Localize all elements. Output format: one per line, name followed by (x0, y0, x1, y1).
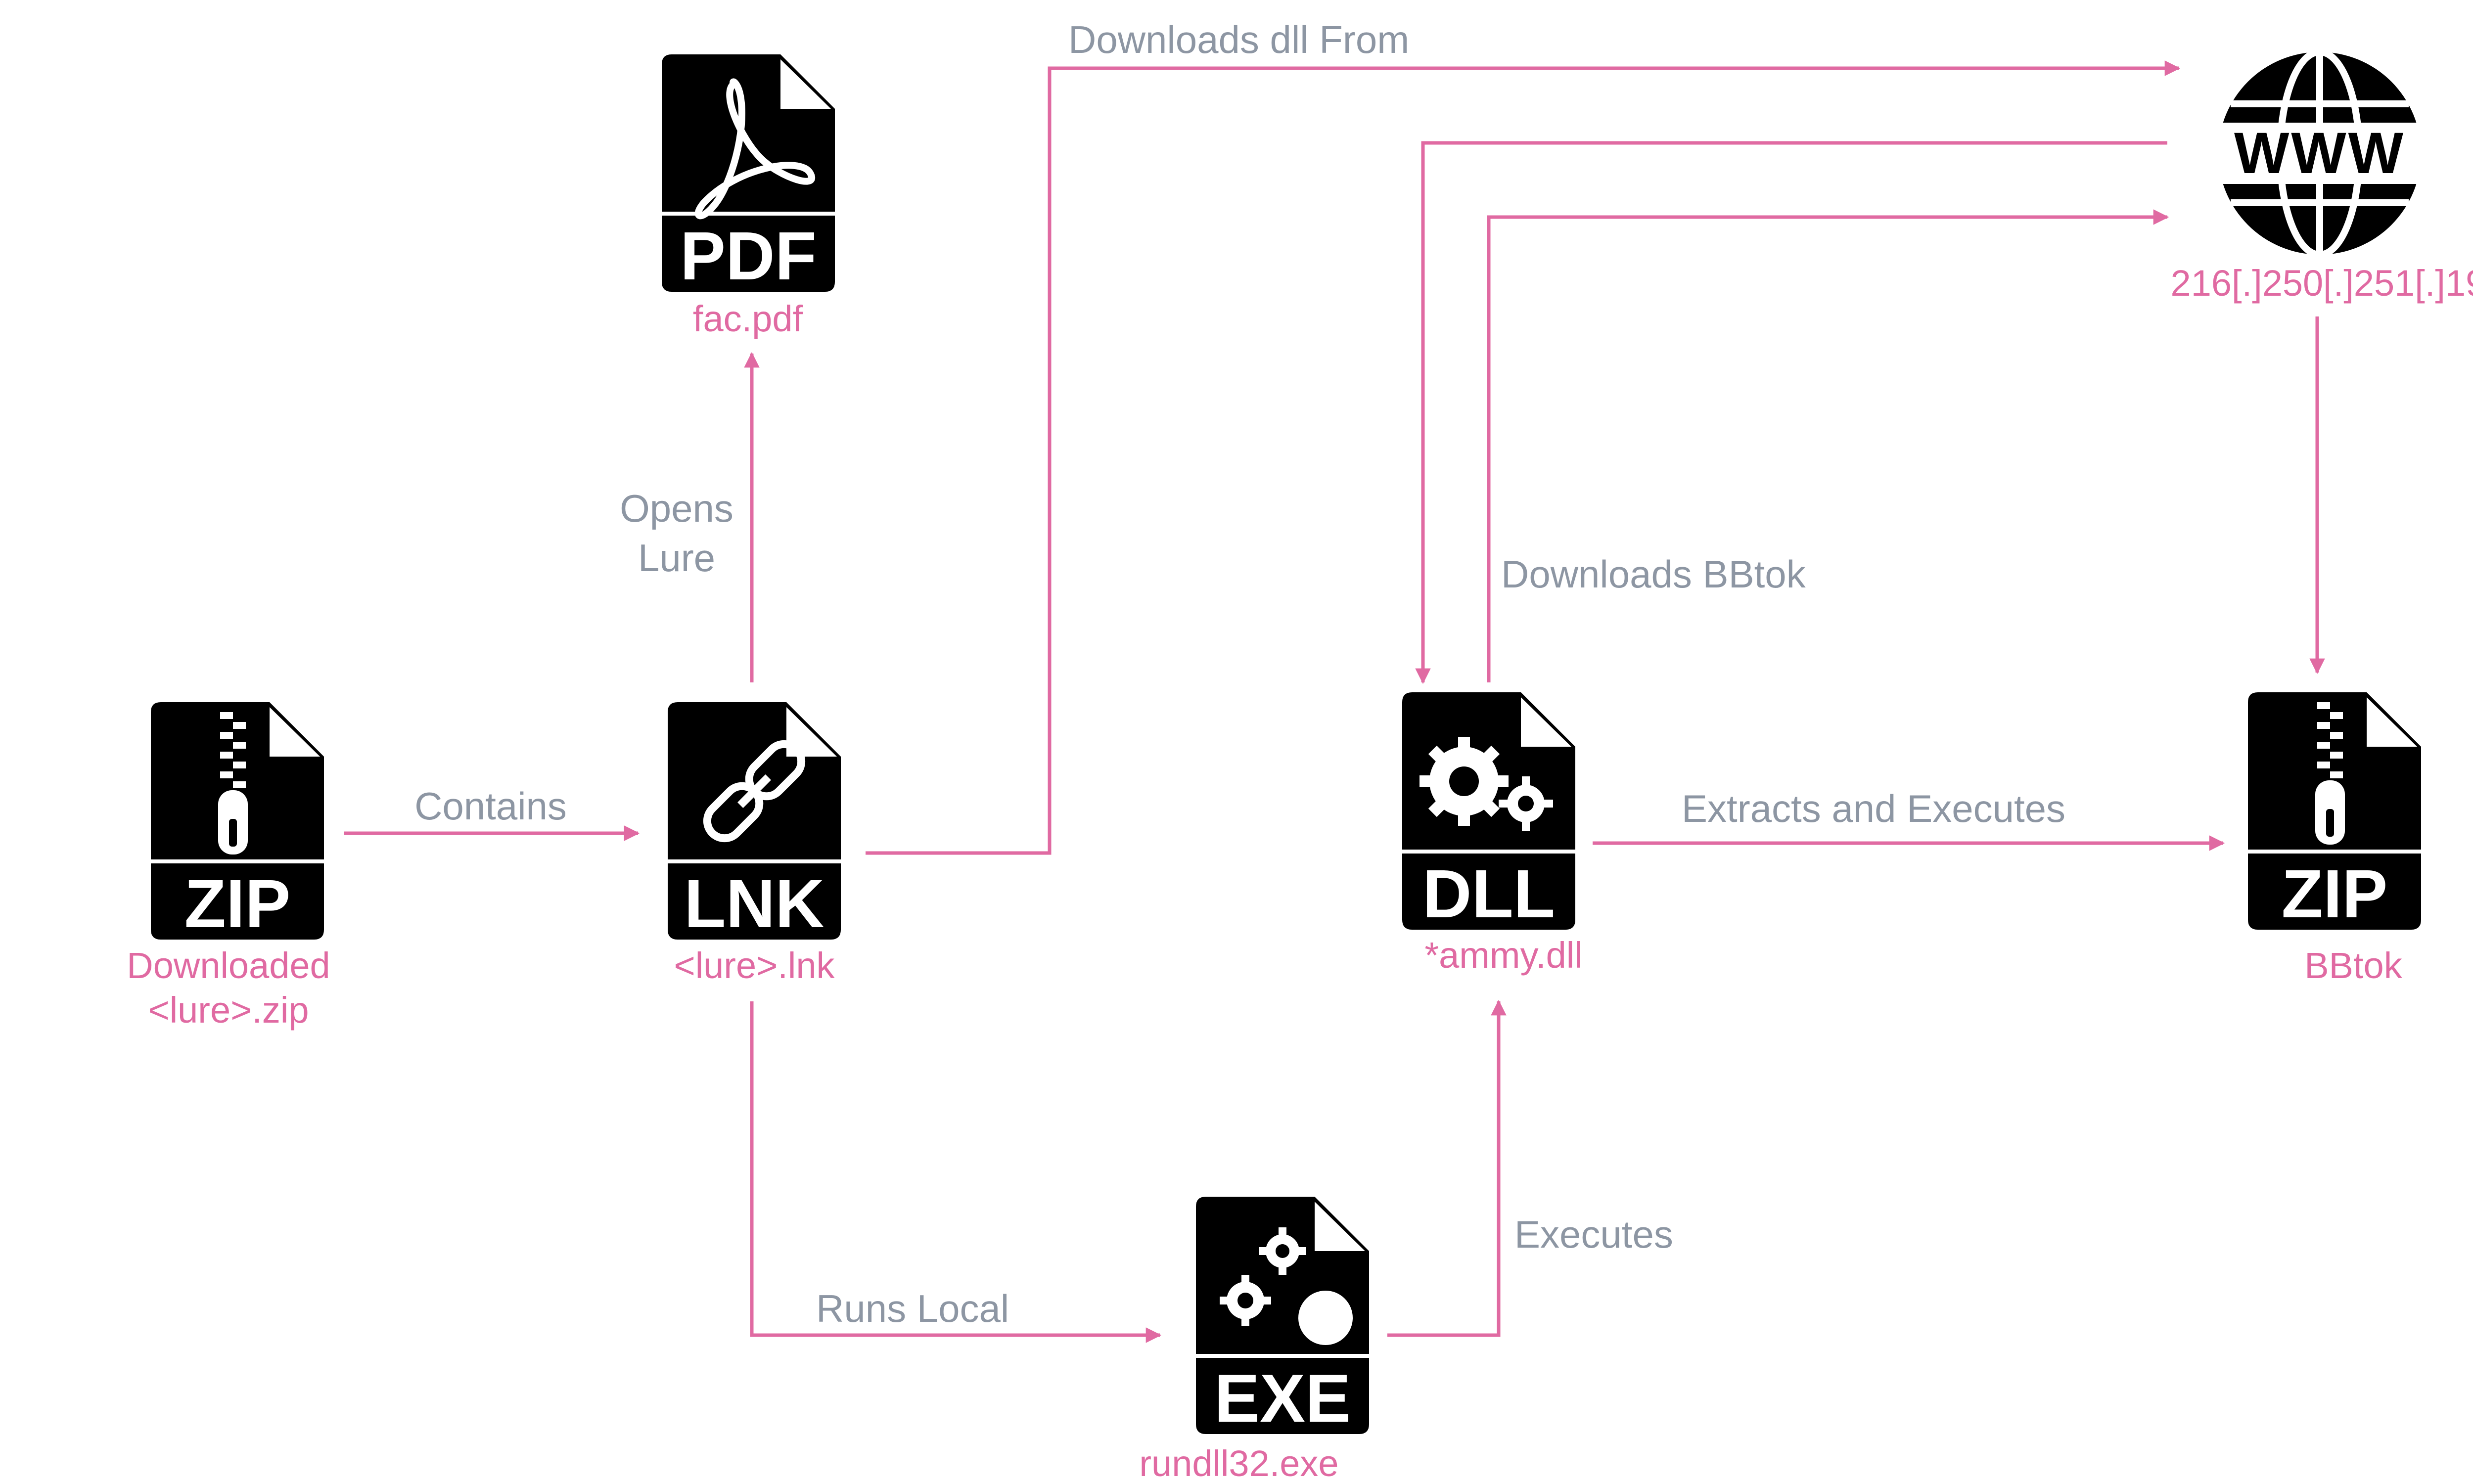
zip-download-node: ZIP Downloaded <lure>.zip (127, 702, 330, 1031)
zip-file-icon: ZIP (151, 702, 324, 942)
www-node: WWW 216[.]250[.]251[.]196 (2171, 48, 2473, 304)
edge-labels: Contains Opens Lure Downloads dll From D… (414, 18, 2065, 1330)
zip-bbtok-node: ZIP BBtok (2248, 692, 2421, 986)
edge-executes (1387, 999, 1507, 1337)
svg-text:ZIP: ZIP (184, 866, 291, 942)
pdf-file-icon: PDF (662, 54, 835, 294)
dll-file-icon: DLL (1402, 692, 1575, 932)
zip-file-icon: ZIP (2248, 692, 2421, 932)
zip-bbtok-label: BBtok (2304, 945, 2402, 986)
exe-label: rundll32.exe (1139, 1443, 1338, 1484)
svg-text:DLL: DLL (1422, 856, 1555, 932)
pdf-node: PDF fac.pdf (662, 54, 835, 339)
www-label: 216[.]250[.]251[.]196 (2171, 263, 2473, 304)
www-globe-icon: WWW (2189, 48, 2451, 258)
dll-label: *ammy.dll (1424, 935, 1582, 976)
edge-label-downloads-dll-from: Downloads dll From (1068, 18, 1409, 61)
zip-download-label-line2: <lure>.zip (148, 989, 309, 1031)
edge-label-runs-local: Runs Local (816, 1287, 1009, 1330)
svg-text:ZIP: ZIP (2282, 856, 2388, 932)
connectors (344, 60, 2325, 1343)
edge-label-opens-lure-line1: Opens (620, 487, 733, 530)
edge-www-to-dll (1415, 141, 2167, 684)
edge-downloads-bbtok (1487, 209, 2169, 682)
dll-node: DLL *ammy.dll (1402, 692, 1583, 976)
edge-runs-local (750, 1001, 1162, 1343)
edge-label-extracts-and-executes: Extracts and Executes (1682, 787, 2065, 830)
lnk-file-icon: LNK (668, 702, 841, 942)
zip-download-label-line1: Downloaded (127, 945, 330, 986)
edge-label-opens-lure-line2: Lure (638, 536, 715, 580)
svg-text:LNK: LNK (684, 866, 824, 942)
exe-node: EXE rundll32.exe (1139, 1197, 1369, 1484)
edge-label-executes: Executes (1514, 1213, 1673, 1256)
edge-downloads-dll-from (866, 60, 2181, 855)
exe-file-icon: EXE (1196, 1197, 1369, 1437)
edge-label-downloads-bbtok: Downloads BBtok (1501, 552, 1806, 596)
pdf-label: fac.pdf (693, 298, 803, 339)
svg-text:EXE: EXE (1214, 1360, 1351, 1437)
lnk-node: LNK <lure>.lnk (668, 702, 841, 986)
svg-text:PDF: PDF (680, 218, 817, 294)
edge-label-contains: Contains (414, 784, 567, 828)
lnk-label: <lure>.lnk (674, 945, 835, 986)
svg-text:WWW: WWW (2234, 121, 2405, 186)
